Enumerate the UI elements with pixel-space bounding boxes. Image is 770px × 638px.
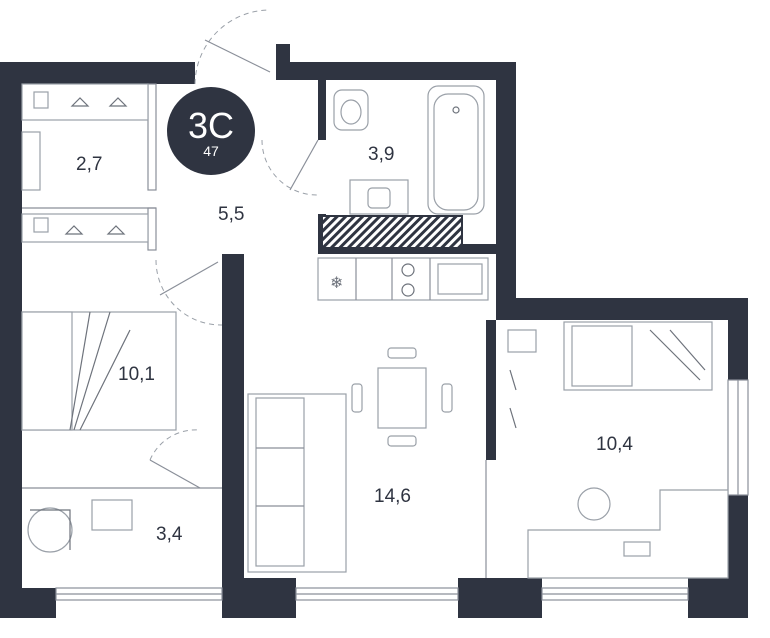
badge-area: 47 [203, 143, 219, 159]
exterior-walls [0, 44, 748, 618]
dining-set [351, 347, 453, 447]
sofa [247, 393, 347, 573]
apartment-badge: 3С 47 [167, 87, 255, 175]
doors [149, 9, 319, 489]
snowflake-icon: ❄ [330, 273, 343, 292]
balcony-desk [27, 499, 133, 553]
room-area-living-kitchen: 14,6 [374, 486, 411, 507]
badge-circle [167, 87, 255, 175]
desk-2 [527, 487, 729, 579]
room-area-bedroom-2: 10,4 [596, 434, 633, 455]
room-area-hall: 5,5 [218, 204, 244, 225]
room-area-bedroom: 10,1 [118, 364, 155, 385]
kitchen-counter: ❄ [317, 257, 489, 301]
bed-1 [21, 311, 177, 431]
room-area-wardrobe: 2,7 [76, 154, 102, 175]
windows [55, 379, 749, 601]
bed-2 [507, 321, 713, 429]
wardrobe-furniture [21, 83, 149, 243]
room-area-bathroom: 3,9 [368, 144, 394, 165]
badge-type: 3С [188, 105, 234, 146]
bathroom-fixtures [321, 85, 485, 249]
room-area-balcony: 3,4 [156, 524, 183, 545]
